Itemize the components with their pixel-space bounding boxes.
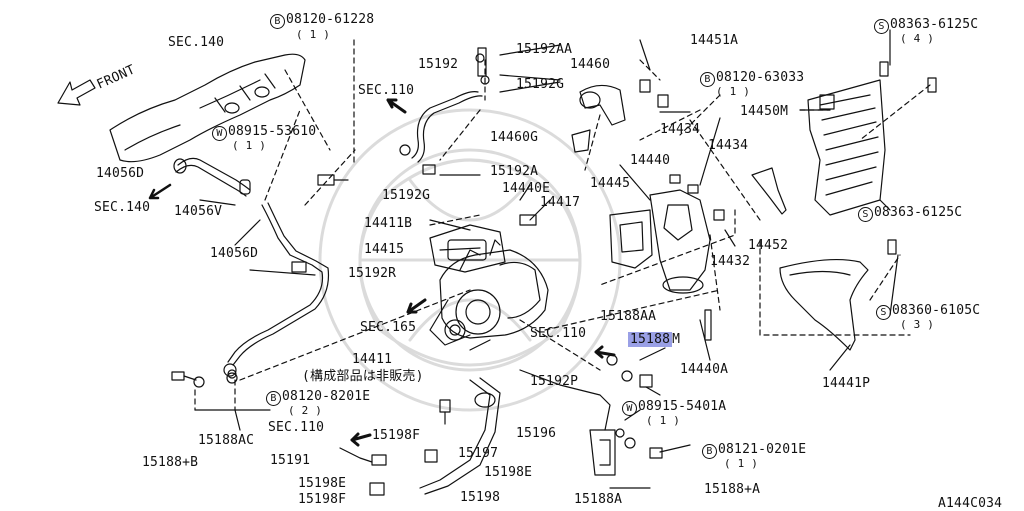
reference-code: A144C034	[938, 496, 1003, 511]
part-14440A: 14440A	[680, 362, 729, 377]
part-15192R: 15192R	[348, 266, 397, 281]
part-14411: 14411	[352, 352, 393, 367]
part-14434-a: 14434	[660, 122, 701, 137]
note-not-sold-separately: (構成部品は非販売)	[302, 369, 424, 384]
sec110-c-label: SEC.110	[268, 420, 325, 435]
dashed-leaders	[194, 39, 931, 411]
part-14432: 14432	[710, 254, 751, 269]
part-15188A: 15188A	[574, 492, 623, 507]
elbow-14440-shape	[649, 189, 711, 294]
heat-shield-14441P-shape	[779, 258, 869, 351]
part-14460: 14460	[570, 57, 611, 72]
part-15188AA: 15188AA	[600, 309, 657, 324]
qty-08120-61228: ( 1 )	[296, 28, 331, 41]
part-15192G: 15192G	[516, 77, 565, 92]
hose-14056V-shape	[173, 157, 251, 197]
bolts-and-washers	[171, 53, 937, 496]
water-pipe-15196-shape	[419, 377, 501, 495]
qty-08360-6105C: ( 3 )	[900, 318, 935, 331]
part-14450M: 14450M	[740, 104, 789, 119]
part-15192G-2: 15192G	[382, 188, 431, 203]
qty-08915-5401A: ( 1 )	[646, 414, 681, 427]
highlighted-part-15188: 15188	[628, 332, 673, 347]
part-15188-A: 15188+A	[704, 482, 761, 497]
part-15197: 15197	[458, 446, 499, 461]
part-14452: 14452	[748, 238, 789, 253]
qty-08120-8201E: ( 2 )	[288, 404, 323, 417]
part-15191: 15191	[270, 453, 311, 468]
direction-arrows	[350, 98, 616, 447]
front-arrow-icon	[57, 79, 96, 106]
gasket-14445-shape	[609, 209, 653, 269]
part-14445: 14445	[590, 176, 631, 191]
part-14417: 14417	[540, 195, 581, 210]
heat-shield-14450M-shape	[807, 79, 886, 216]
part-15198: 15198	[460, 490, 501, 505]
turbocharger-body-shape	[429, 239, 549, 346]
part-15192P: 15192P	[530, 374, 579, 389]
part-15198E-2: 15198E	[298, 476, 347, 491]
part-14056V: 14056V	[174, 204, 223, 219]
part-15198F-2: 15198F	[298, 492, 347, 507]
part-14440E: 14440E	[502, 181, 551, 196]
part-14440: 14440	[630, 153, 671, 168]
part-15196: 15196	[516, 426, 557, 441]
part-14411B: 14411B	[364, 216, 413, 231]
qty-08120-63033: ( 1 )	[716, 85, 751, 98]
qty-08915-53610: ( 1 )	[232, 139, 267, 152]
part-15188-B: 15188+B	[142, 455, 199, 470]
part-15192A: 15192A	[490, 164, 539, 179]
part-15198E: 15198E	[484, 465, 533, 480]
part-14460G: 14460G	[490, 130, 539, 145]
part-14451A: 14451A	[690, 33, 739, 48]
sec140-left-label: SEC.140	[94, 200, 151, 215]
part-15198F: 15198F	[372, 428, 421, 443]
sec110-a-label: SEC.110	[358, 83, 415, 98]
part-14434-b: 14434	[708, 138, 749, 153]
pipe-15192R-shape	[223, 202, 330, 379]
pipe-14460-shape	[571, 84, 626, 153]
sec140-top-label: SEC.140	[168, 35, 225, 50]
qty-08121-0201E: ( 1 )	[724, 457, 759, 470]
part-15192: 15192	[418, 57, 459, 72]
arrow-sec140	[148, 183, 172, 200]
part-15188AC: 15188AC	[198, 433, 255, 448]
leader-lines	[194, 29, 899, 489]
bracket-14452-shape	[751, 167, 787, 215]
exhaust-manifold-shape	[109, 53, 306, 163]
part-14056D-2: 14056D	[210, 246, 259, 261]
pipe-15192P-shape	[519, 369, 616, 476]
part-14056D: 14056D	[96, 166, 145, 181]
part-14441P: 14441P	[822, 376, 871, 391]
part-15192AA: 15192AA	[516, 42, 573, 57]
sec110-b-label: SEC.110	[530, 326, 587, 341]
qty-08363-6125C-top: ( 4 )	[900, 32, 935, 45]
sec165-label: SEC.165	[360, 320, 417, 335]
part-14415: 14415	[364, 242, 405, 257]
